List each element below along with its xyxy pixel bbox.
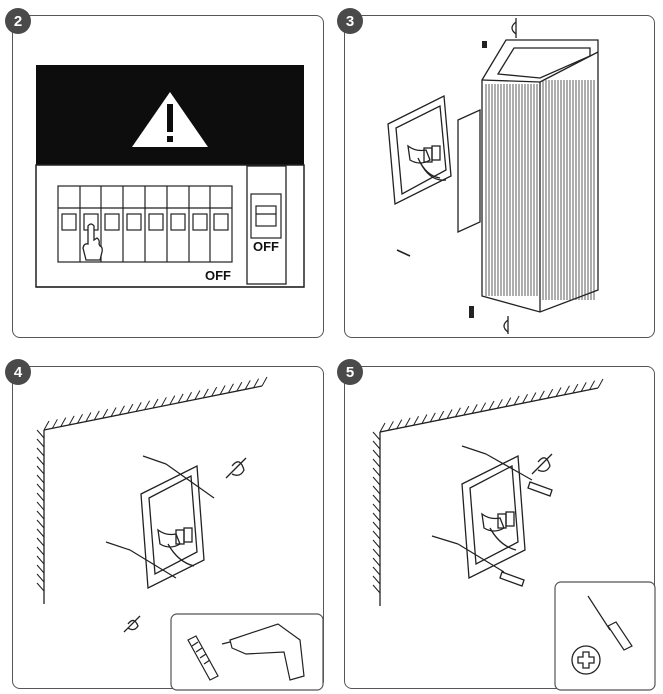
- wall-hatching: [372, 378, 604, 594]
- tool-inset: [554, 581, 656, 691]
- mounting-bracket: [140, 464, 205, 590]
- step-3-panel: [344, 15, 655, 338]
- circuit-breakers: [57, 185, 233, 263]
- rotate-icon: [225, 457, 247, 479]
- wall-anchor: [105, 455, 215, 579]
- phillips-head-icon: [571, 645, 601, 675]
- screwdriver-icon: [587, 595, 633, 651]
- step-3-badge: 3: [337, 8, 363, 34]
- screw-icon: [499, 481, 553, 587]
- panel-off-label: OFF: [205, 268, 231, 283]
- lamp-body: [457, 39, 599, 313]
- rotate-icon: [123, 615, 141, 633]
- step-5-badge: 5: [337, 359, 363, 385]
- step-2-badge: 2: [5, 8, 31, 34]
- main-switch-off-label: OFF: [253, 239, 279, 254]
- tool-inset: [170, 613, 324, 691]
- drill-bit-icon: [187, 635, 219, 681]
- step-4-badge: 4: [5, 359, 31, 385]
- drill-icon: [221, 623, 305, 681]
- wall-corner: [379, 387, 599, 606]
- hand-icon: [82, 223, 103, 261]
- rotate-icon: [531, 453, 553, 475]
- mounting-bracket: [461, 454, 526, 580]
- rotate-icon: [503, 316, 509, 334]
- wall-anchor: [431, 445, 533, 573]
- rotate-icon: [511, 18, 517, 38]
- lamp-hatching: [485, 80, 595, 300]
- wall-hatching: [36, 376, 268, 592]
- warning-triangle-icon: [132, 92, 208, 147]
- main-switch-box: [246, 165, 287, 285]
- mounting-bracket: [387, 94, 452, 206]
